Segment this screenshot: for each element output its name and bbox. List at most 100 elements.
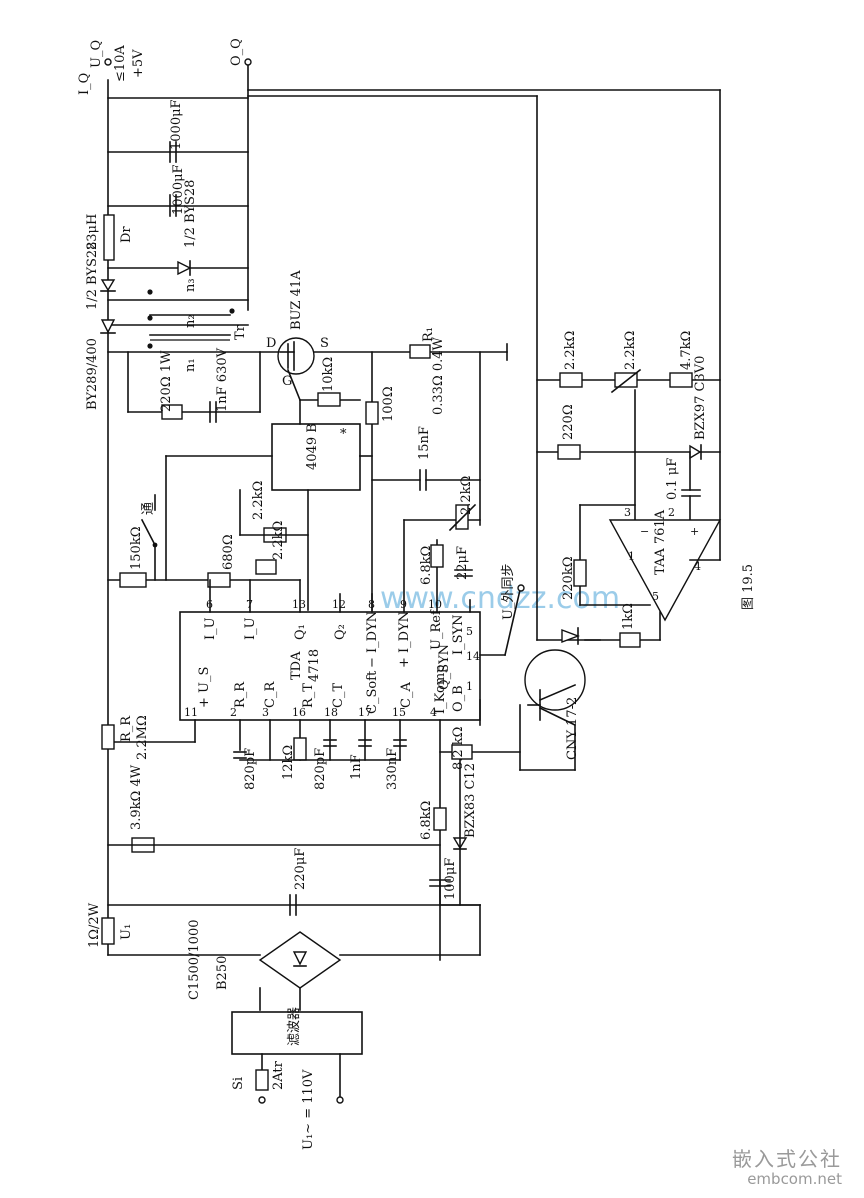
ic-rt: R_T — [301, 683, 316, 708]
label-n2: n₂ — [183, 314, 198, 328]
pin-8: 8 — [368, 598, 375, 611]
label-start-res: 3.9kΩ 4W — [129, 764, 144, 830]
ic-idyn-m: − I_DYN — [365, 611, 380, 668]
ic-ikomp: I_Komp — [433, 665, 448, 714]
label-r150: 150kΩ — [129, 527, 144, 570]
pin-4: 4 — [430, 706, 437, 719]
label-r47: 4.7kΩ — [679, 331, 694, 370]
label-r12k: 12kΩ — [281, 745, 296, 780]
label-diode-in: BY289/400 — [85, 338, 100, 410]
label-usync: U_外同步 — [501, 564, 516, 620]
label-c820b: 820pF — [313, 748, 328, 790]
pin-14: 14 — [466, 650, 480, 663]
label-r680: 680Ω — [221, 534, 236, 570]
label-choke-name: Dr — [119, 226, 134, 243]
footer-site-cn: 嵌入式公社 — [732, 1146, 842, 1171]
pin-3: 3 — [262, 706, 269, 719]
label-n1: n₁ — [183, 358, 198, 372]
ic-idyn-p: + I_DYN — [397, 611, 412, 668]
label-r68a: 6.8kΩ — [419, 546, 434, 585]
label-r100: 100Ω — [381, 386, 396, 422]
label-zener-ic: BZX83 C12 — [463, 763, 478, 838]
pin-5: 5 — [466, 625, 473, 638]
opamp-plus: + — [690, 525, 699, 538]
ic-ct: C_T — [331, 683, 346, 708]
label-4049: 4049 B — [305, 423, 320, 470]
label-fuse-name: Si — [231, 1077, 246, 1090]
label-current: ≤10A — [113, 45, 128, 82]
label-shunt: 1Ω/2W — [87, 902, 102, 948]
ic-part: 4718 — [307, 649, 322, 682]
label-c330: 330nF — [385, 748, 400, 790]
label-n3: n₃ — [183, 278, 198, 292]
ic-q2: Q₂ — [333, 624, 348, 640]
label-opamp: TAA 761A — [653, 509, 668, 575]
ic-iu1: I_U — [203, 617, 218, 640]
label-switch: 通 — [141, 502, 156, 515]
label-diode-a: 1/2 BYS28 — [183, 180, 198, 248]
label-mosfet: BUZ 41A — [289, 270, 304, 330]
pin-9: 9 — [400, 598, 407, 611]
label-sense-r: R₁ — [421, 327, 436, 342]
label-choke-l: 23μH — [85, 214, 100, 250]
ic-cr: C_R — [263, 681, 278, 708]
pin-18: 18 — [324, 706, 338, 719]
label-c2: 1000μF — [171, 164, 186, 215]
opamp-minus: − — [640, 525, 649, 538]
opamp-pin-1: 1 — [628, 550, 635, 563]
footer-site-en: embcom.net — [747, 1169, 842, 1188]
pin-7: 7 — [246, 598, 253, 611]
label-shunt-sym: U₁ — [119, 924, 134, 940]
label-r220: 220Ω — [561, 404, 576, 440]
label-filter-box: 滤波器 — [287, 1007, 302, 1046]
label-r220k: 220kΩ — [561, 557, 576, 600]
pin-17: 17 — [358, 706, 372, 719]
label-rr-value: 2.2MΩ — [135, 715, 150, 760]
label-diode-b: 1/2 BYS28 — [85, 242, 100, 310]
label-uq: U_Q — [89, 40, 104, 68]
label-r22c: 2.2kΩ — [563, 331, 578, 370]
label-c1n: 1nF — [349, 754, 364, 780]
figure-label: 图 19.5 — [741, 564, 756, 610]
ic-name: TDA — [289, 651, 304, 680]
label-r82: 8.2 kΩ — [451, 727, 466, 770]
site-footer: 嵌入式公社 embcom.net — [732, 1146, 842, 1188]
label-d: D — [266, 336, 276, 351]
pin-1: 1 — [466, 680, 473, 693]
ic-ca: C_A — [399, 682, 414, 708]
label-snubber-r: 220Ω 1W — [159, 350, 174, 412]
label-r22a: 2.2kΩ — [271, 521, 286, 560]
ic-qsyn: Q_SYN — [437, 644, 452, 690]
opamp-pin-5: 5 — [652, 590, 659, 603]
ic-uref: U_Ref — [429, 609, 444, 650]
pin-16: 16 — [292, 706, 306, 719]
label-c01: 0.1 μF — [665, 458, 680, 500]
pin-15: 15 — [392, 706, 406, 719]
label-r1k: 1kΩ — [621, 603, 636, 630]
label-c1: 1000μF — [169, 99, 184, 150]
labels: I_Q U_Q ≤10A +5V O_Q 1000μF 1000μF 23μH … — [77, 38, 756, 1150]
label-snubber-c: 1nF 630V — [215, 347, 230, 412]
label-s: S — [320, 336, 329, 351]
label-bridge-value: C1500/1000 — [187, 920, 202, 1001]
label-r22d: 2.2kΩ — [623, 331, 638, 370]
opamp-pin-3: 3 — [624, 506, 631, 519]
label-fuse-value: 2Atr — [271, 1060, 286, 1090]
pin-11: 11 — [184, 706, 198, 719]
label-c22u: 22μF — [455, 546, 470, 580]
label-tr: Tr — [233, 324, 248, 340]
pin-10: 10 — [428, 598, 442, 611]
label-c820a: 820pF — [243, 748, 258, 790]
ic-isyn: I_SYN — [451, 615, 466, 656]
pin-6: 6 — [206, 598, 213, 611]
ic-us: + U_S — [197, 667, 212, 708]
pin-13: 13 — [292, 598, 306, 611]
label-4049-mark: * — [340, 427, 347, 442]
input-section — [100, 61, 721, 1104]
label-r68b: 6.8kΩ — [419, 801, 434, 840]
label-r22-driver: 2.2kΩ — [251, 481, 266, 520]
label-sense-val: 0.33Ω 0.4W — [431, 336, 446, 415]
label-g: G — [282, 374, 292, 389]
